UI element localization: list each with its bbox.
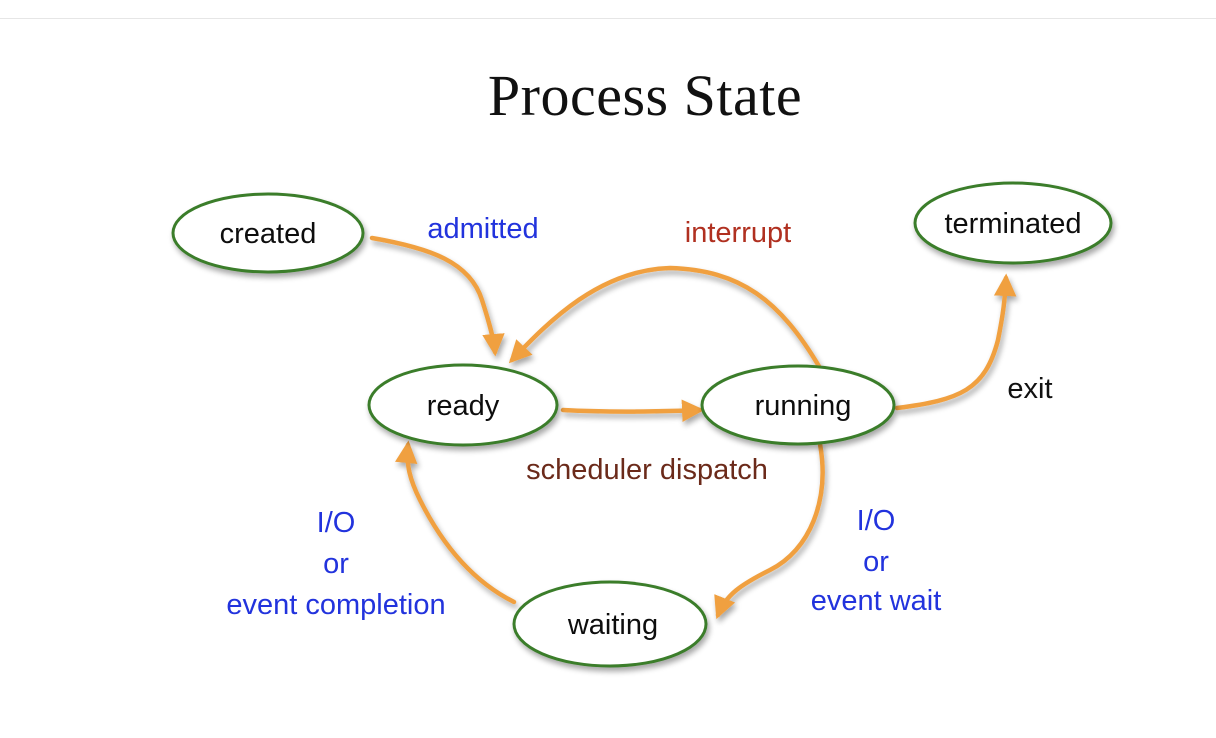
state-running: running: [700, 364, 896, 446]
label-io-event-wait: I/O or event wait: [811, 505, 942, 617]
state-terminated-label: terminated: [944, 208, 1081, 240]
label-interrupt: interrupt: [685, 217, 791, 249]
state-running-label: running: [755, 390, 852, 422]
label-io-event-completion-line-3: event completion: [226, 589, 445, 621]
state-waiting-label: waiting: [567, 609, 658, 641]
arrow-scheduler-dispatch: [560, 399, 705, 422]
state-ready-label: ready: [427, 390, 500, 422]
state-waiting: waiting: [512, 580, 708, 668]
diagram-title: Process State: [487, 63, 803, 128]
label-exit: exit: [1007, 373, 1052, 405]
label-io-event-wait-line-1: I/O: [857, 505, 896, 537]
label-admitted: admitted: [427, 213, 538, 245]
arrow-io-event-completion: [395, 440, 517, 605]
arrow-interrupt: [508, 265, 823, 371]
state-terminated: terminated: [913, 181, 1113, 265]
label-io-event-completion-line-1: I/O: [317, 507, 356, 539]
label-scheduler-dispatch: scheduler dispatch: [526, 454, 768, 486]
arrow-io-event-wait: [714, 441, 825, 620]
label-io-event-wait-line-2: or: [863, 546, 889, 578]
label-io-event-completion: I/O or event completion: [226, 507, 445, 621]
state-ready: ready: [367, 363, 559, 447]
top-divider: [0, 18, 1216, 19]
arrow-exit: [894, 273, 1017, 411]
state-created-label: created: [220, 218, 317, 250]
label-io-event-wait-line-3: event wait: [811, 585, 942, 617]
arrow-admitted: [369, 235, 505, 357]
label-io-event-completion-line-2: or: [323, 548, 349, 580]
state-created: created: [171, 192, 365, 274]
